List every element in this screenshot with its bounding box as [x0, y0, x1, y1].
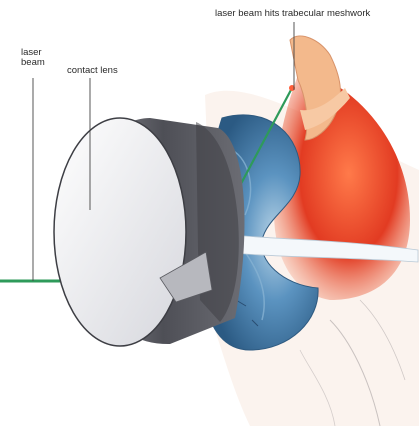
contact-lens [54, 118, 244, 346]
lens-front-face [54, 118, 186, 346]
contact-lens-label: contact lens [67, 66, 118, 76]
laser-beam-label-line2: beam [21, 58, 45, 68]
trabecular-meshwork-label: laser beam hits trabecular meshwork [215, 9, 370, 19]
